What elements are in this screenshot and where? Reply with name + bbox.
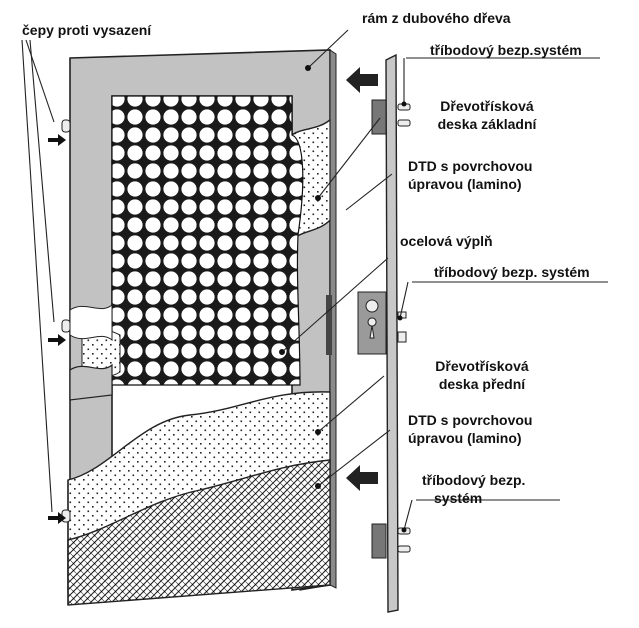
leader-dots <box>279 65 407 533</box>
door-edge-view <box>346 53 411 613</box>
label-base-board-line1: Dřevotřísková <box>440 98 534 114</box>
frame-cutouts <box>69 303 113 401</box>
label-laminate-1-line1: DTD s povrchovou <box>408 158 533 174</box>
pin-mid-icon <box>61 319 71 333</box>
label-security-system-top: tříbodový bezp.systém <box>430 42 582 58</box>
anti-lift-pins <box>48 119 71 524</box>
label-laminate-2-line1: DTD s povrchovou <box>408 412 533 428</box>
pin-top-icon <box>61 119 71 133</box>
door-knob-icon <box>365 299 379 313</box>
label-oak-frame: rám z dubového dřeva <box>362 10 511 26</box>
label-steel-fill: ocelová výplň <box>400 233 493 249</box>
label-front-board-line2: deska přední <box>438 376 526 392</box>
arrow-pin-mid-icon <box>48 334 66 346</box>
label-security-system-bot-line1: tříbodový bezp. <box>422 472 526 488</box>
label-base-board-line2: deska základní <box>437 116 537 132</box>
label-front-board-line1: Dřevotřísková <box>435 358 529 374</box>
label-laminate-1-line2: úpravou (lamino) <box>408 176 522 192</box>
label-anti-lift-pins: čepy proti vysazení <box>22 22 152 38</box>
lock-plate-top <box>371 99 387 135</box>
label-security-system-bot-line2: systém <box>434 490 483 506</box>
arrow-left-bot-icon <box>346 465 378 491</box>
lock-plate-bot <box>371 523 387 559</box>
arrow-pin-top-icon <box>48 134 66 146</box>
label-rules <box>406 57 608 501</box>
steel-lattice <box>81 95 304 386</box>
front-laminate <box>67 459 331 606</box>
label-security-system-mid: tříbodový bezp. systém <box>434 264 590 280</box>
arrow-pin-bot-icon <box>48 512 66 524</box>
leader-lines <box>21 29 413 531</box>
arrow-left-top-icon <box>346 67 378 93</box>
label-laminate-2-line2: úpravou (lamino) <box>408 430 522 446</box>
keyhole-icon <box>367 317 377 339</box>
